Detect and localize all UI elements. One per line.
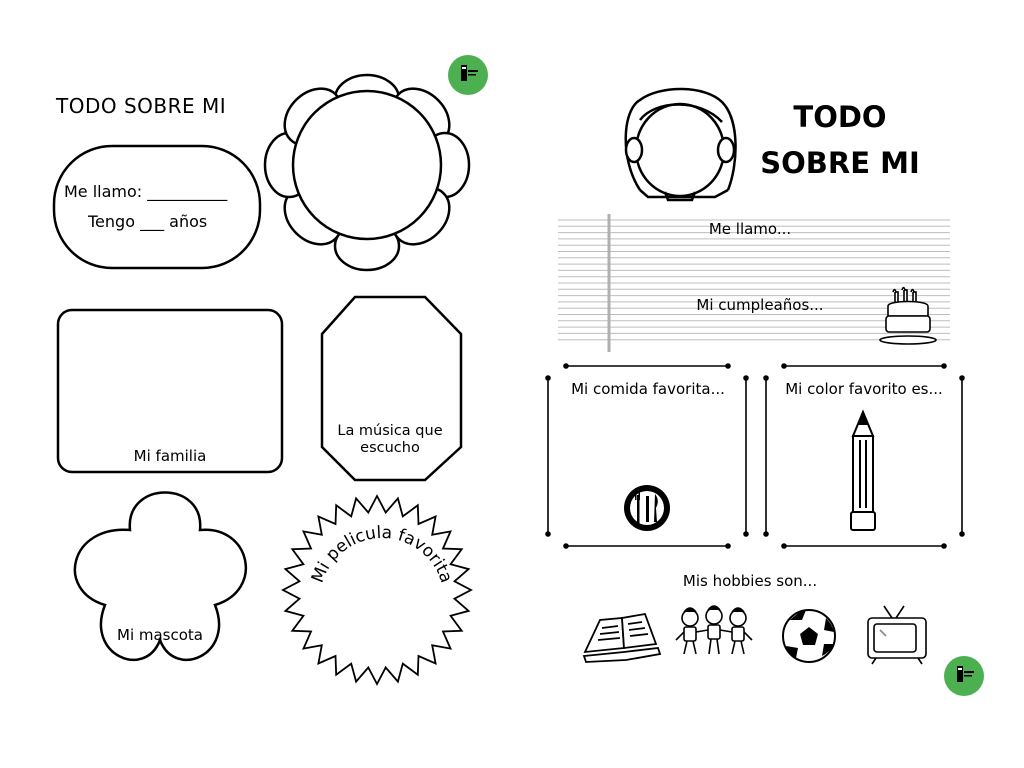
brand-logo-icon <box>448 55 488 95</box>
music-label: La música que escucho <box>337 423 443 456</box>
plate-cutlery-icon <box>624 485 670 531</box>
tv-icon <box>867 605 927 665</box>
color-label: Mi color favorito es... <box>785 380 943 398</box>
music-frame <box>320 295 463 482</box>
flower-frame-icon <box>263 73 471 272</box>
brand-logo-icon <box>944 656 984 696</box>
birthday-cake-icon <box>879 286 937 345</box>
lined-paper <box>558 219 950 341</box>
pet-label: Mi mascota <box>117 626 203 644</box>
pet-frame <box>73 491 248 661</box>
name-prompt: Me llamo... <box>708 220 792 238</box>
name-age-box <box>52 144 262 270</box>
open-book-icon <box>582 612 662 663</box>
left-page-title: TODO SOBRE MI <box>56 94 227 118</box>
soccer-ball-icon <box>782 609 836 663</box>
pencil-icon <box>850 409 876 531</box>
hobbies-label: Mis hobbies son... <box>682 572 818 590</box>
color-frame <box>763 363 965 549</box>
family-label: Mi familia <box>133 447 207 465</box>
name-line-text: Me llamo: __________ <box>64 182 228 201</box>
movie-starburst-frame <box>281 494 473 686</box>
food-label: Mi comida favorita... <box>571 380 725 398</box>
kids-holding-hands-icon <box>675 605 753 655</box>
age-line-text: Tengo ___ años <box>88 212 208 231</box>
birthday-prompt: Mi cumpleaños... <box>696 296 824 314</box>
right-page-title-line2: SOBRE MI <box>760 146 920 180</box>
family-frame <box>56 308 284 474</box>
right-page-title-line1: TODO <box>793 100 887 134</box>
girl-face-icon <box>624 87 737 202</box>
food-frame <box>545 363 749 549</box>
